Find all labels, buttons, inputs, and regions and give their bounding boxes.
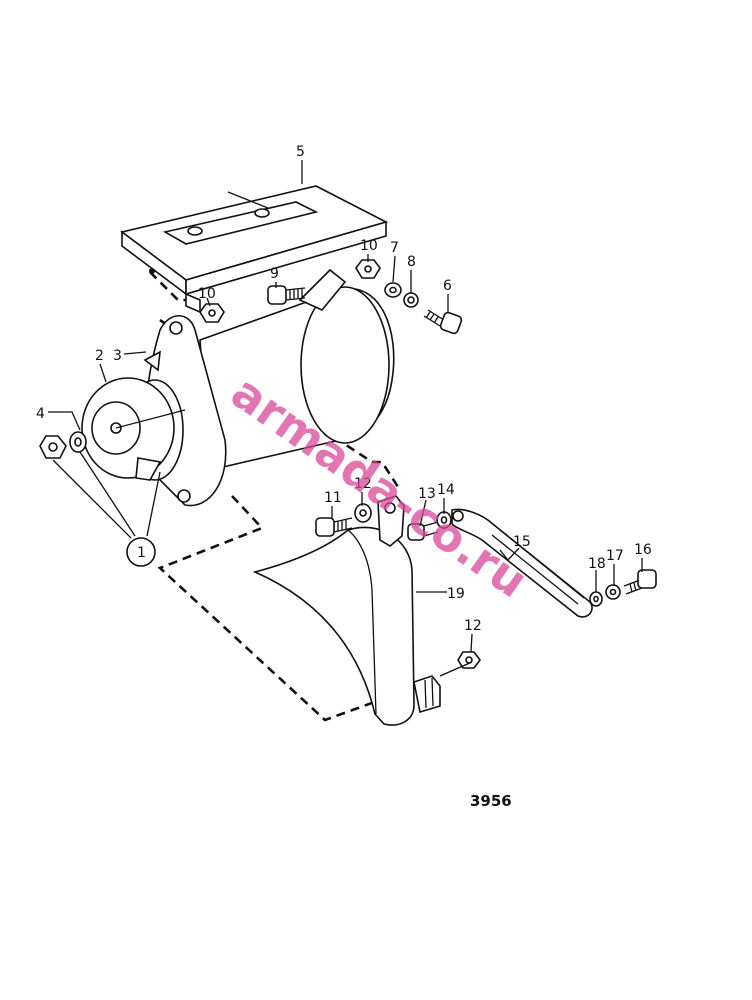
callout-1: 1	[137, 545, 146, 561]
adjusting-bar	[451, 508, 593, 618]
callout-13: 13	[418, 486, 436, 502]
callout-14: 14	[437, 482, 455, 498]
callout-5: 5	[296, 144, 305, 160]
callout-7: 7	[390, 240, 399, 256]
callout-12-upper: 12	[354, 476, 372, 492]
callout-15: 15	[513, 534, 531, 550]
callout-18: 18	[588, 556, 606, 572]
callout-4: 4	[36, 406, 45, 422]
callout-11: 11	[324, 490, 342, 506]
callout-1-circle	[126, 537, 156, 567]
callout-6: 6	[443, 278, 452, 294]
figure-number: 3956	[470, 792, 512, 810]
callout-2: 2	[95, 348, 104, 364]
callout-3: 3	[113, 348, 122, 364]
lower-fasteners	[315, 503, 657, 669]
callout-labels: 5 10 7 8 9 6 10 2 3 4 11 12 13 14 15 18 …	[36, 144, 652, 634]
callout-19: 19	[447, 586, 465, 602]
leader-lines	[48, 160, 643, 677]
callout-16: 16	[634, 542, 652, 558]
callout-10-left: 10	[198, 286, 216, 302]
belt-guard	[252, 495, 441, 726]
callout-17: 17	[606, 548, 624, 564]
pulley	[81, 377, 186, 481]
callout-10-right: 10	[360, 238, 378, 254]
top-bracket-plate	[120, 185, 389, 314]
callout-8: 8	[407, 254, 416, 270]
upper-fasteners	[199, 259, 463, 335]
callout-12-lower: 12	[464, 618, 482, 634]
callout-9: 9	[270, 266, 279, 282]
shaft-nut-and-washer	[39, 431, 87, 459]
